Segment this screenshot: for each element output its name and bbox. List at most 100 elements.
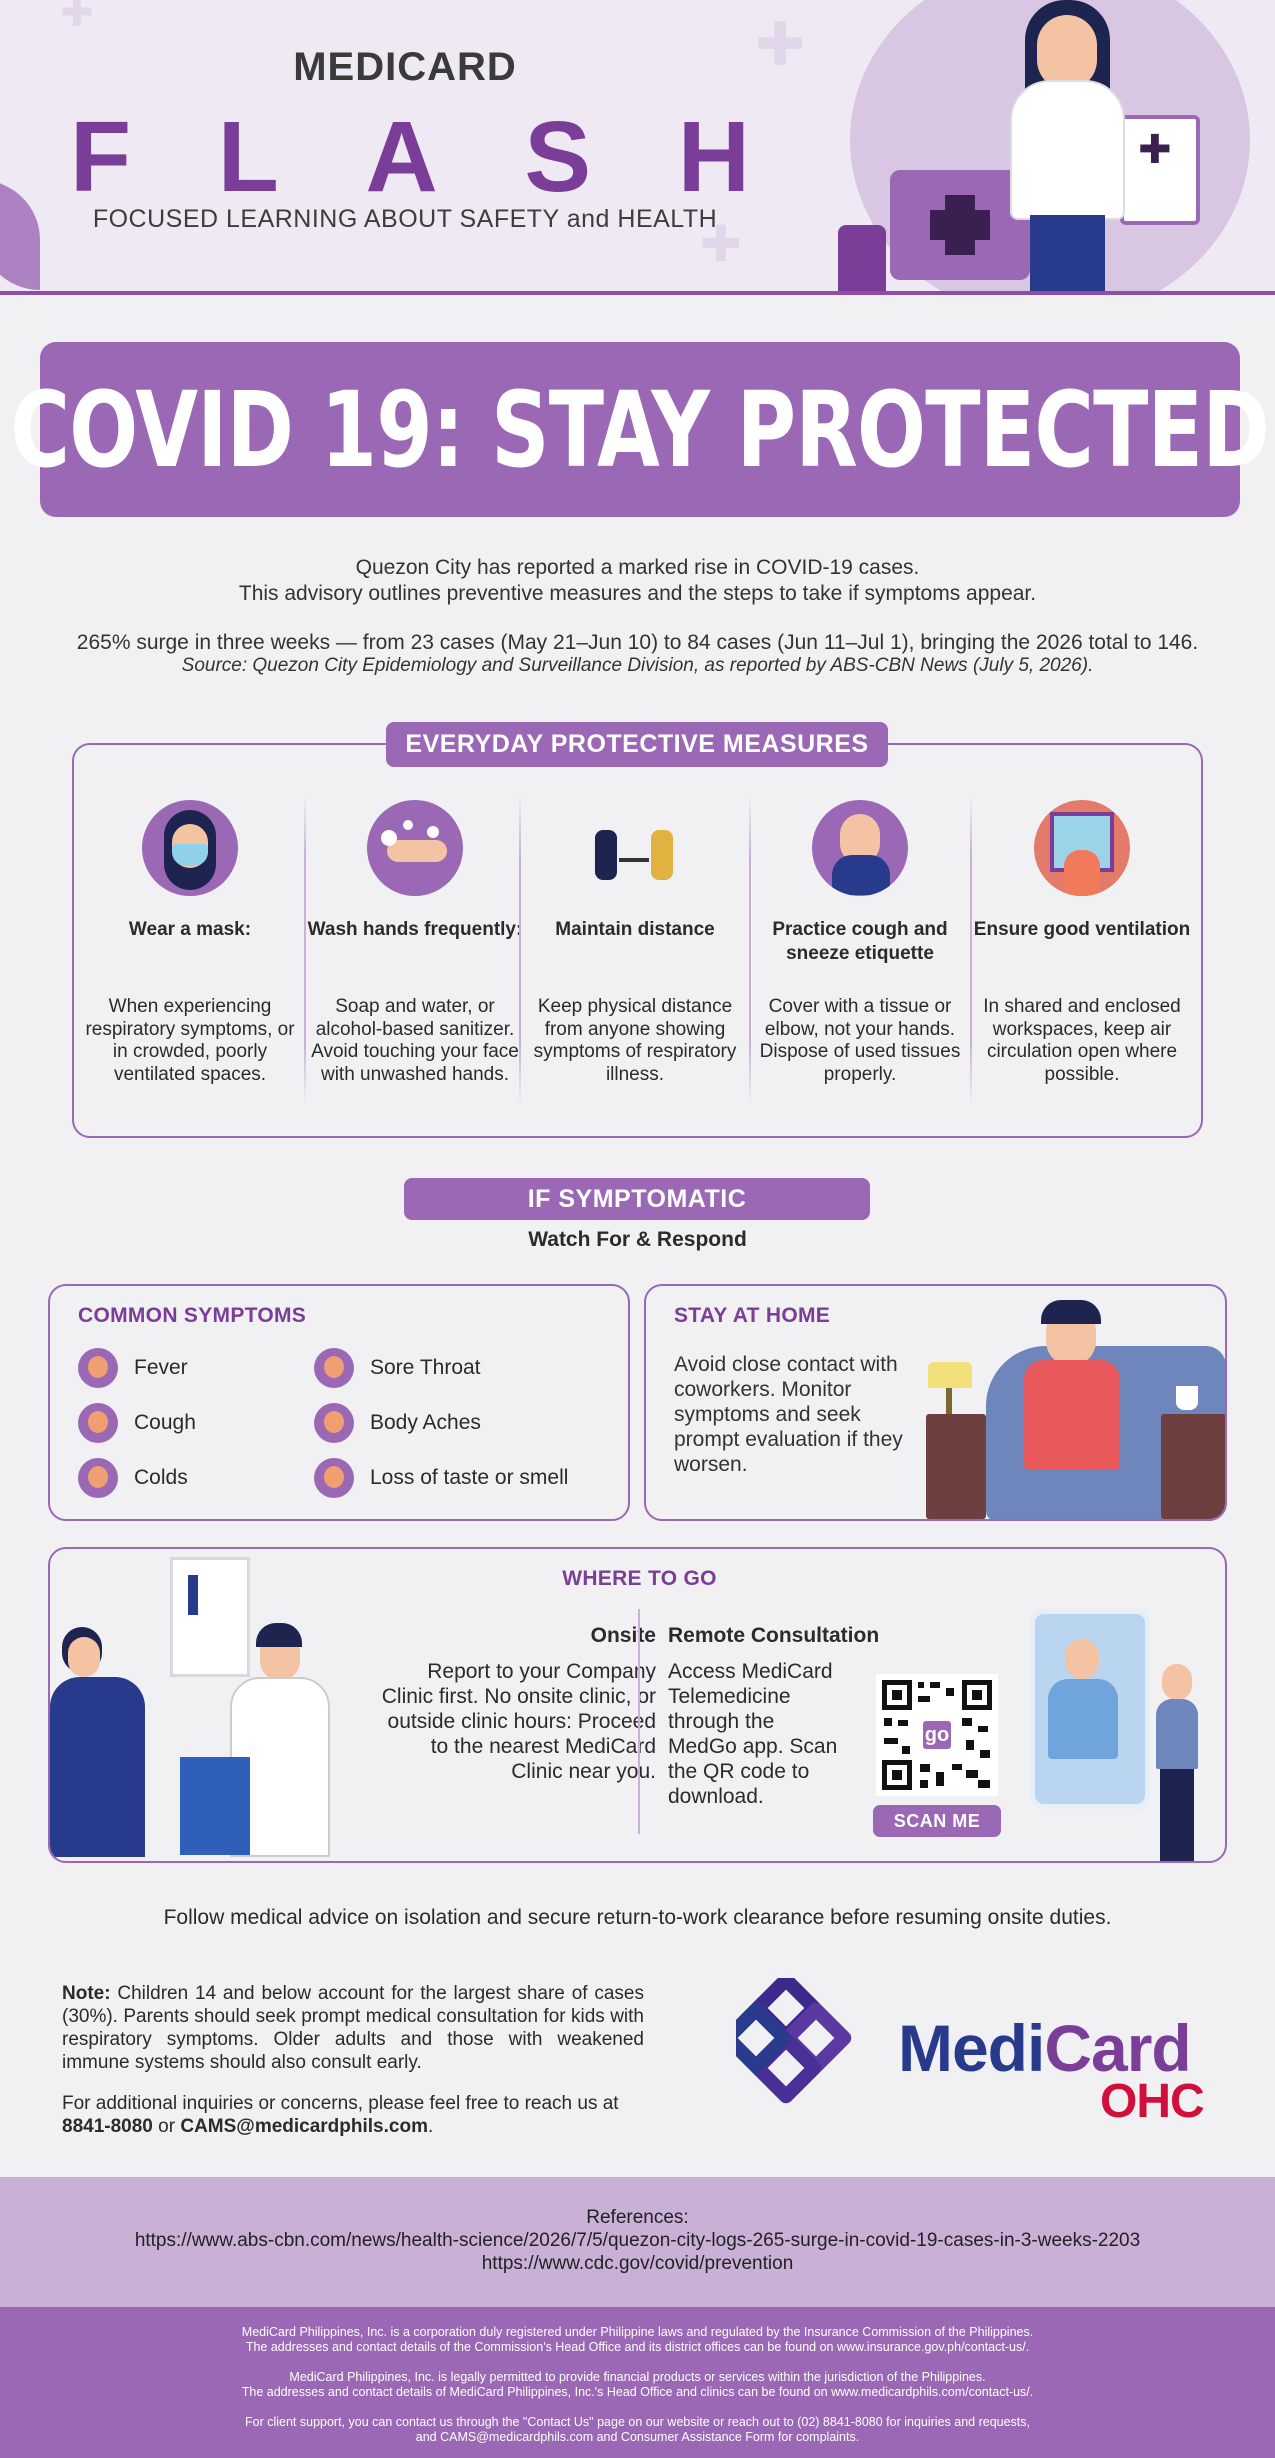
intro-stat: 265% surge in three weeks — from 23 case…	[76, 631, 1199, 654]
symptom-label: Loss of taste or smell	[370, 1466, 569, 1489]
symptom-item: Sore Throat	[314, 1348, 481, 1388]
note-text: Children 14 and below account for the la…	[62, 1983, 644, 2073]
where-to-go-heading: WHERE TO GO	[562, 1567, 717, 1590]
measure-name: Ensure good ventilation	[973, 919, 1191, 940]
reference-link[interactable]: https://www.abs-cbn.com/news/health-scie…	[134, 2230, 1141, 2251]
symptom-label: Cough	[134, 1411, 196, 1434]
tagline: FOCUSED LEARNING ABOUT SAFETY and HEALTH	[92, 205, 718, 233]
header: ✚ ✚ ✚ ✚ MEDICARD F L A S H FOCUSED LEARN…	[0, 0, 1275, 295]
contact-or: or	[158, 2116, 176, 2137]
divider	[749, 795, 751, 1105]
flash-title: F L A S H	[70, 100, 750, 215]
references-heading: References:	[586, 2207, 689, 2228]
measure-desc: When experiencing respiratory symptoms, …	[85, 996, 295, 1085]
hand-wash-icon	[367, 800, 463, 896]
sick-person-illustration	[926, 1300, 1225, 1519]
divider	[970, 795, 972, 1105]
body-aches-icon	[314, 1403, 354, 1443]
contact-phone[interactable]: 8841-8080	[62, 2116, 153, 2137]
colds-icon	[78, 1458, 118, 1498]
distance-icon	[587, 800, 683, 896]
symptom-label: Fever	[134, 1356, 188, 1379]
footer-line: MediCard Philippines, Inc. is a corporat…	[241, 2325, 1034, 2339]
reference-link[interactable]: https://www.cdc.gov/covid/prevention	[481, 2253, 794, 2274]
remote-consultation-heading: Remote Consultation	[668, 1624, 880, 1647]
contact-prefix: For additional inquiries or concerns, pl…	[62, 2093, 619, 2114]
stay-at-home-text: Avoid close contact with coworkers. Moni…	[674, 1353, 903, 1476]
page-title: COVID 19: STAY PROTECTED	[10, 368, 1270, 491]
fever-icon	[78, 1348, 118, 1388]
intro-source: Source: Quezon City Epidemiology and Sur…	[181, 655, 1094, 676]
plus-icon: ✚	[60, 0, 94, 35]
medgo-logo-badge: go	[920, 1718, 954, 1752]
symptom-item: Loss of taste or smell	[314, 1458, 568, 1498]
flash-letter: H	[677, 101, 750, 213]
qr-code[interactable]: go	[876, 1674, 998, 1796]
intro-line-1: Quezon City has reported a marked rise i…	[355, 556, 920, 579]
flash-letter: A	[365, 101, 438, 213]
footer-line: and CAMS@medicardphils.com and Consumer …	[415, 2430, 860, 2444]
flash-letter: F	[70, 101, 132, 213]
medicine-bottle-icon	[838, 225, 886, 291]
symptom-item: Body Aches	[314, 1403, 481, 1443]
measure-desc: In shared and enclosed workspaces, keep …	[983, 996, 1181, 1085]
sore-throat-icon	[314, 1348, 354, 1388]
references-section: References: https://www.abs-cbn.com/news…	[0, 2177, 1275, 2307]
cough-icon	[812, 800, 908, 896]
divider	[638, 1609, 640, 1834]
symptom-label: Sore Throat	[370, 1356, 481, 1379]
plus-icon: ✚	[755, 11, 806, 78]
if-symptomatic-subheading: Watch For & Respond	[528, 1228, 747, 1251]
ohc-wordmark: OHC	[1100, 2075, 1205, 2128]
contact-paragraph: For additional inquiries or concerns, pl…	[62, 2093, 619, 2137]
medicard-wordmark: MediCard	[898, 2011, 1192, 2085]
intro-line-2: This advisory outlines preventive measur…	[238, 582, 1037, 605]
note-paragraph: Note: Children 14 and below account for …	[62, 1982, 644, 2074]
common-symptoms-heading: COMMON SYMPTOMS	[78, 1304, 307, 1327]
symptom-label: Colds	[134, 1466, 188, 1489]
scan-me-button[interactable]: SCAN ME	[873, 1805, 1001, 1837]
measure-desc: Soap and water, or alcohol-based sanitiz…	[311, 996, 519, 1085]
measure-desc: Cover with a tissue or elbow, not your h…	[759, 996, 961, 1085]
common-symptoms-card: COMMON SYMPTOMS Fever Sore Throat Cough …	[48, 1284, 630, 1521]
follow-advice-text: Follow medical advice on isolation and s…	[163, 1906, 1112, 1929]
mask-icon	[142, 800, 238, 896]
measure-name: Practice cough and sneeze etiquette	[772, 919, 948, 964]
remote-consultation-text: Access MediCard Telemedicine through the…	[668, 1660, 838, 1808]
window-icon	[1034, 800, 1130, 896]
symptom-item: Colds	[78, 1458, 188, 1498]
measure-cough-etiquette: Practice cough and sneeze etiquette Cove…	[750, 800, 970, 1110]
measure-ventilation: Ensure good ventilation In shared and en…	[972, 800, 1192, 1110]
stay-at-home-heading: STAY AT HOME	[674, 1304, 831, 1327]
footer-line: For client support, you can contact us t…	[244, 2415, 1031, 2429]
measure-name: Wear a mask:	[128, 919, 252, 940]
contact-email[interactable]: CAMS@medicardphils.com	[180, 2116, 428, 2137]
stay-at-home-card: STAY AT HOME Avoid close contact with co…	[644, 1284, 1227, 1521]
brand-name: MEDICARD	[293, 45, 517, 89]
onsite-heading: Onsite	[590, 1624, 656, 1647]
measure-mask: Wear a mask: When experiencing respirato…	[80, 800, 300, 1110]
symptom-item: Fever	[78, 1348, 188, 1388]
note-label: Note:	[62, 1983, 111, 2004]
measure-desc: Keep physical distance from anyone showi…	[533, 996, 737, 1085]
symptom-label: Body Aches	[370, 1411, 481, 1434]
measure-name: Maintain distance	[555, 919, 715, 940]
footer-line: MediCard Philippines, Inc. is legally pe…	[289, 2370, 986, 2384]
footer-line: The addresses and contact details of the…	[245, 2340, 1030, 2354]
protective-measures-heading: EVERYDAY PROTECTIVE MEASURES	[386, 722, 888, 767]
cough-icon	[78, 1403, 118, 1443]
doctor-illustration	[1000, 0, 1130, 291]
divider	[519, 795, 521, 1105]
telemedicine-illustration	[1010, 1609, 1225, 1861]
divider	[304, 795, 306, 1105]
measure-distance: Maintain distance Keep physical distance…	[525, 800, 745, 1110]
measure-wash-hands: Wash hands frequently: Soap and water, o…	[305, 800, 525, 1110]
onsite-text: Report to your Company Clinic first. No …	[381, 1660, 656, 1783]
flash-letter: S	[524, 101, 592, 213]
footer-line: The addresses and contact details of Med…	[241, 2385, 1034, 2399]
leaf-icon	[0, 180, 40, 290]
symptom-item: Cough	[78, 1403, 196, 1443]
flash-letter: L	[217, 101, 279, 213]
medical-kit-icon	[890, 170, 1030, 280]
qr-code-pattern	[882, 1680, 992, 1790]
